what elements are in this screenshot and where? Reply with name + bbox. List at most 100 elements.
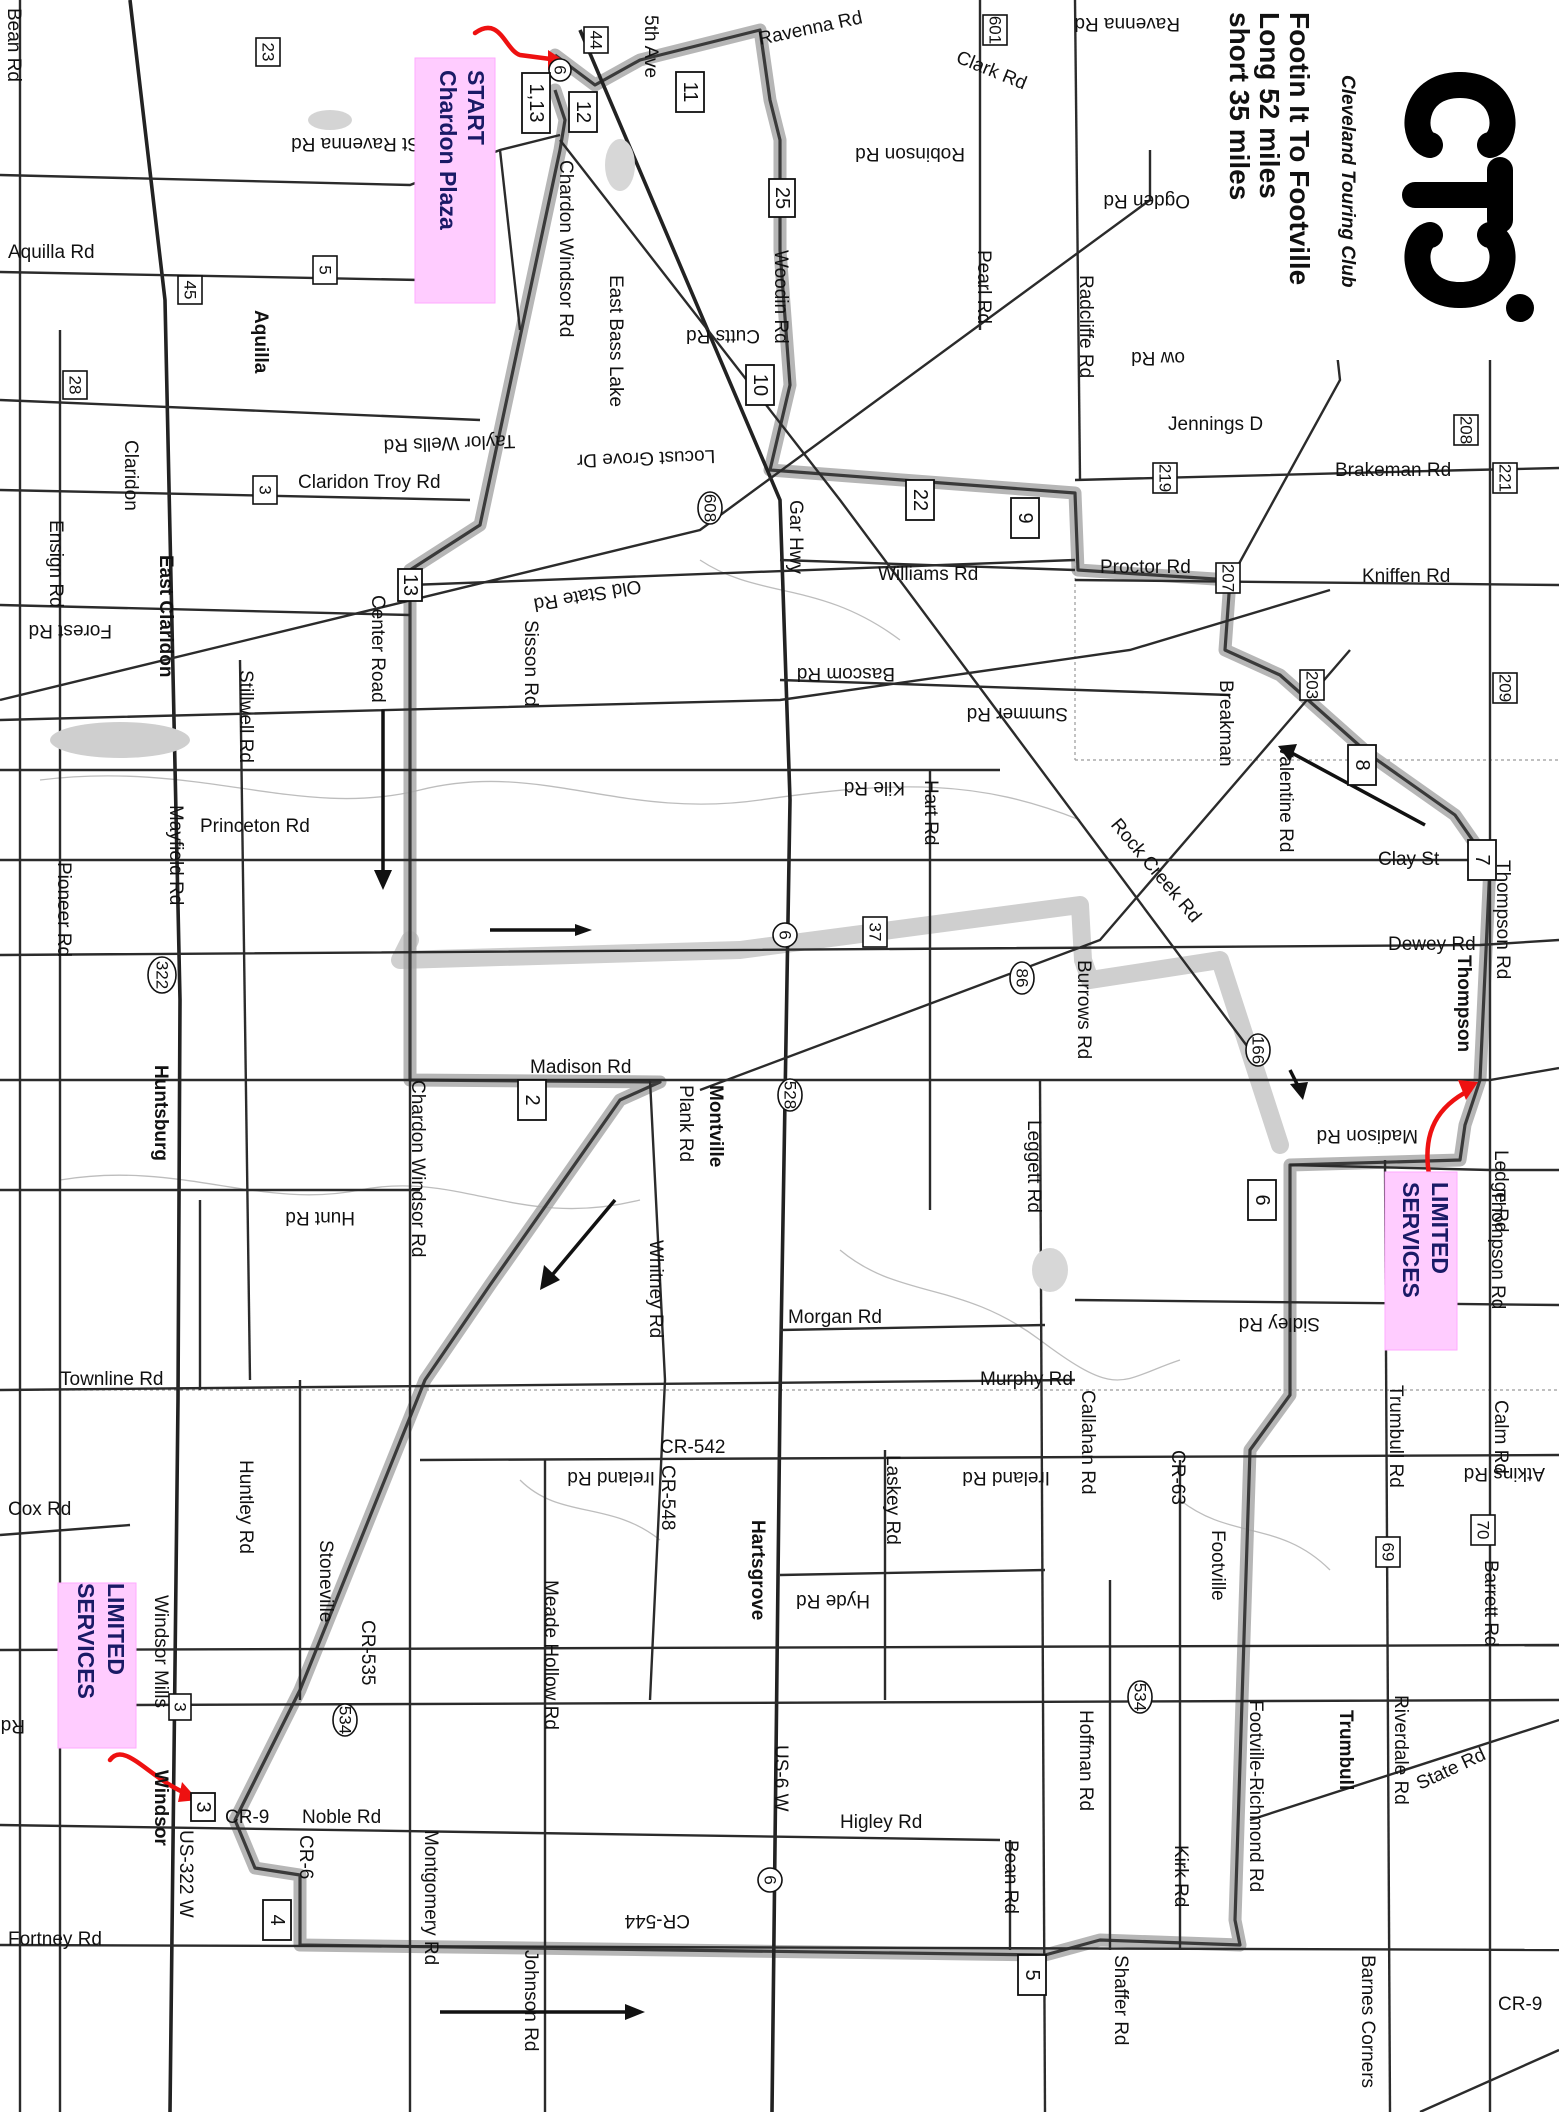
road-label: US-322 W <box>175 1830 196 1918</box>
limited-services-callout-east: LIMITED SERVICES <box>1384 1171 1458 1351</box>
cue-box: 4 <box>262 1899 292 1941</box>
road-label: Princeton Rd <box>200 816 310 837</box>
road-label: Summer Rd <box>967 703 1068 724</box>
route-shield: 37 <box>862 916 888 948</box>
road-label: CR-542 <box>660 1437 725 1458</box>
limited-services-callout-west: LIMITED SERVICES <box>57 1582 137 1749</box>
road-label: Fortney Rd <box>8 1929 102 1950</box>
svg-text:Chardon Plaza: Chardon Plaza <box>435 70 461 230</box>
route-shield: 70 <box>1470 1514 1496 1546</box>
cue-box: 2 <box>517 1079 547 1121</box>
road-label: Ireland Rd <box>962 1467 1050 1488</box>
road-label: Proctor Rd <box>1100 557 1191 578</box>
road-label: Townline Rd <box>60 1369 164 1390</box>
township-boundaries <box>0 560 1559 1391</box>
road-label: Shaffer Rd <box>1110 1955 1131 2045</box>
road-label: Breakman <box>1215 680 1236 767</box>
svg-text:7: 7 <box>1471 854 1493 865</box>
club-name: Cleveland Touring Club <box>1337 75 1358 288</box>
town-label: Thompson <box>1453 955 1474 1052</box>
cue-box: 10 <box>745 364 775 406</box>
svg-text:528: 528 <box>781 1081 800 1109</box>
svg-text:6: 6 <box>776 930 795 939</box>
route-shield: 608 <box>697 491 723 525</box>
svg-text:SERVICES: SERVICES <box>1398 1182 1424 1298</box>
title-block: Footin It To Footville Long 52 miles sho… <box>1224 0 1559 360</box>
road-label: Gar Hwy <box>785 500 806 574</box>
start-callout: START Chardon Plaza <box>414 57 496 304</box>
road-label: Woodin Rd <box>770 250 791 344</box>
route-shield: 45 <box>177 275 203 305</box>
svg-text:5: 5 <box>1021 1969 1043 1980</box>
road-label: Footville-Richmond Rd <box>1245 1700 1266 1892</box>
road-label: CR-63 <box>1167 1450 1188 1505</box>
cue-box: 22 <box>905 479 935 521</box>
road-label: Sisson Rd <box>520 620 541 707</box>
route-shield: 69 <box>1375 1536 1401 1568</box>
road-label: Callahan Rd <box>1077 1390 1098 1495</box>
road-label: Kniffen Rd <box>1362 566 1450 587</box>
town-label: Trumbull <box>1335 1710 1356 1790</box>
svg-text:44: 44 <box>587 31 606 50</box>
svg-text:37: 37 <box>866 923 885 942</box>
cue-box: 9 <box>1010 497 1040 539</box>
svg-text:8: 8 <box>1351 759 1373 770</box>
svg-text:10: 10 <box>749 374 771 396</box>
cue-box: 8 <box>1347 744 1377 786</box>
svg-text:25: 25 <box>771 187 793 209</box>
road-label: CR-6 <box>295 1835 316 1879</box>
road-label: Barrett Rd <box>1480 1560 1501 1647</box>
road-label: Pioneer Rd <box>53 862 74 957</box>
svg-text:70: 70 <box>1474 1521 1493 1540</box>
town-label: East Claridon <box>155 555 176 677</box>
route-shield: 534 <box>1127 1680 1153 1714</box>
route-shield: 5 <box>312 255 338 285</box>
road-label: Claridon Troy Rd <box>298 472 441 493</box>
road-label: Bascom Rd <box>797 663 895 684</box>
svg-text:13: 13 <box>399 574 421 596</box>
road-label: Clay St <box>1378 849 1440 870</box>
road-label: Atkins Rd <box>1464 1463 1545 1484</box>
road-label: Cox Rd <box>8 1499 71 1520</box>
road-label: Mayfield Rd <box>165 805 186 905</box>
svg-text:209: 209 <box>1496 674 1515 702</box>
cue-box: 13 <box>397 568 423 602</box>
route-shield: 6 <box>548 58 572 82</box>
svg-text:12: 12 <box>572 101 594 123</box>
svg-text:START: START <box>463 70 489 145</box>
road-label: Thompson Rd <box>1487 1190 1508 1309</box>
road-label: Higley Rd <box>840 1812 922 1833</box>
svg-text:6: 6 <box>551 65 570 74</box>
road-label: CR-9 <box>225 1807 269 1828</box>
road-label: Forest Rd <box>29 620 112 641</box>
road-label: Locust Grove Dr <box>576 445 716 471</box>
route-shield: 601 <box>982 14 1008 46</box>
road-label: Taylor Wells Rd <box>383 430 515 456</box>
svg-text:23: 23 <box>259 43 278 62</box>
svg-text:6: 6 <box>761 1875 780 1884</box>
road-label: Trumbull Rd <box>1385 1385 1406 1488</box>
road-label: Robinson Rd <box>855 143 965 164</box>
road-label: CR-535 <box>357 1620 378 1685</box>
road-label: Laskey Rd <box>882 1455 903 1545</box>
road-label: Bean Rd <box>1000 1840 1021 1914</box>
road-label: Madison Rd <box>530 1057 631 1078</box>
svg-text:3: 3 <box>171 1702 190 1711</box>
road-label: Ireland Rd <box>567 1467 655 1488</box>
road-label: Noble Rd <box>302 1807 381 1828</box>
town-label: Claridon <box>120 440 141 511</box>
svg-text:9: 9 <box>1014 512 1036 523</box>
road-label: US-6 W <box>770 1745 791 1812</box>
road-label: Chardon Windsor Rd <box>555 160 576 337</box>
road-label: Ensign Rd <box>45 520 66 608</box>
route-shield: 23 <box>255 37 281 67</box>
road-label: Aquilla Rd <box>8 242 95 263</box>
svg-text:2: 2 <box>521 1094 543 1105</box>
route-shield: 166 <box>1245 1033 1271 1067</box>
svg-text:LIMITED: LIMITED <box>103 1583 129 1675</box>
road-label: Chardon Windsor Rd <box>407 1080 428 1257</box>
road-label: Stillwell Rd <box>235 670 256 763</box>
svg-text:45: 45 <box>181 281 200 300</box>
route-shield: 219 <box>1152 462 1178 494</box>
